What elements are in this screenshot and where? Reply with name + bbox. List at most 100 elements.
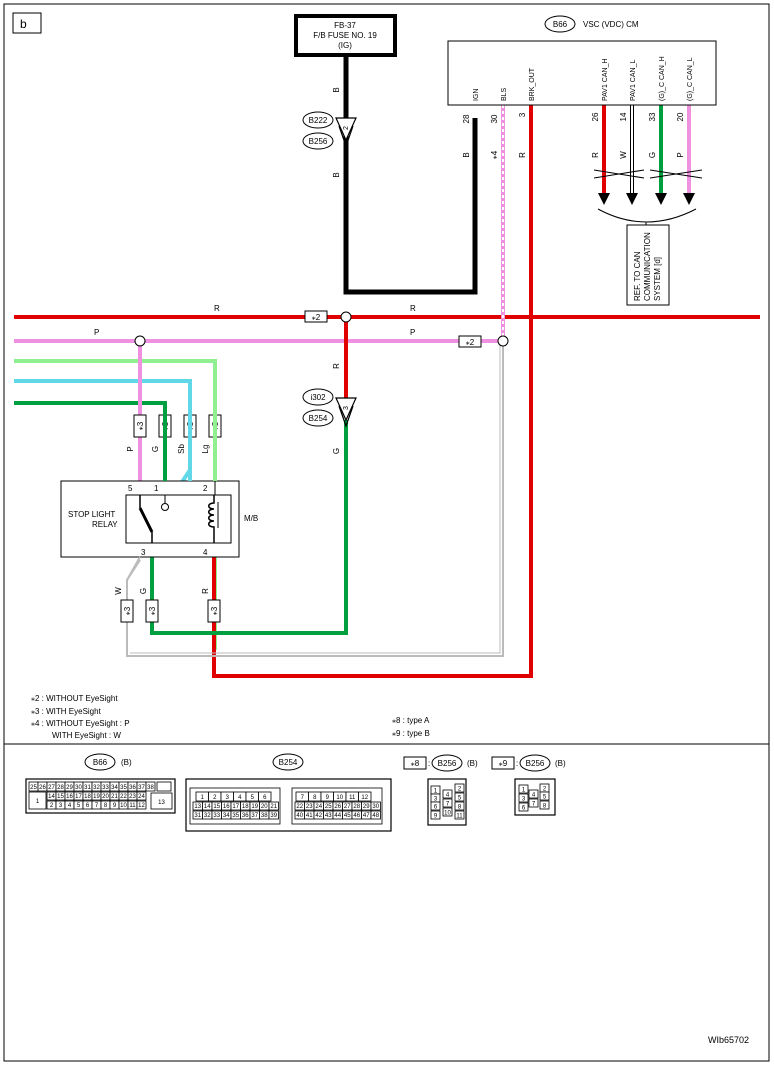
- b254-pin-label: 13: [194, 804, 201, 810]
- b66-pin-label: 1: [36, 799, 40, 805]
- relay-wire-g: G: [151, 446, 160, 452]
- bus-r-left-label: R: [214, 304, 220, 313]
- lower-wire-w: W: [114, 587, 123, 595]
- relay-wire-sb: Sb: [177, 444, 186, 454]
- relay-lower-w: [126, 556, 141, 600]
- wire-gray-w-inner: [130, 341, 501, 654]
- b256a-pin-label: 2: [458, 787, 462, 793]
- b254-pin-label: 44: [334, 813, 341, 819]
- b256a-pin-label: 5: [458, 796, 462, 802]
- ecu-box: [447, 40, 717, 106]
- star2-label-red: ⁎2: [312, 313, 321, 322]
- conn-i302-label: i302: [310, 393, 326, 402]
- b256a-pin-cell: [442, 798, 453, 808]
- b66-pin-label: 2: [50, 803, 54, 809]
- b66-pin-label: 30: [75, 785, 82, 791]
- b256b-pin-cell: [518, 784, 529, 794]
- star3-box-r: [207, 599, 221, 623]
- relay-pin-1: 1: [154, 484, 159, 493]
- view-b66-label: B66: [93, 758, 108, 767]
- relay-name-line-2: RELAY: [92, 520, 118, 529]
- conn-b222-label: B222: [309, 116, 328, 125]
- b66-pin-label: 10: [120, 803, 127, 809]
- type-b-note: ⁎9 : type B: [392, 729, 430, 738]
- twist-mark-2: [593, 169, 645, 179]
- b254-pin-label: 23: [306, 804, 313, 810]
- b66-pin-label: 26: [39, 785, 46, 791]
- ecu-pin-ign-wire: B: [462, 152, 471, 157]
- view-b256a-prefix: ⁎8: [411, 759, 420, 768]
- note-star3: ⁎3 : WITH EyeSight: [31, 707, 102, 716]
- b66-pin-label: 14: [48, 794, 55, 800]
- b66-pin-label: 16: [66, 794, 73, 800]
- ecu-pin-bls-num: 30: [490, 114, 499, 123]
- b256a-pin-cell: [454, 792, 465, 802]
- view-b256a-suffix: (B): [467, 759, 478, 768]
- b256b-pin-label: 1: [522, 788, 526, 794]
- b66-pin-label: 25: [30, 785, 37, 791]
- b254-pin-label: 45: [344, 813, 351, 819]
- b254-pin-label: 31: [194, 813, 201, 819]
- note-star4-b: WITH EyeSight : W: [52, 731, 121, 740]
- b254-pin-label: 8: [313, 795, 317, 801]
- ecu-pin-ign-name: IGN: [473, 89, 480, 101]
- b254-pin-label: 6: [263, 795, 267, 801]
- b254-pin-label: 18: [242, 804, 249, 810]
- b256b-pin-cell: [539, 800, 550, 810]
- b66-pin-label: 38: [147, 785, 154, 791]
- star3-label-p: ⁎3: [136, 421, 145, 430]
- b66-pin-label: 33: [102, 785, 109, 791]
- b254-pin-label: 5: [251, 795, 255, 801]
- relay-pin-5: 5: [128, 484, 133, 493]
- b66-pin-label: 12: [138, 803, 145, 809]
- wire-green-return: [150, 420, 348, 635]
- b254-pin-label: 2: [213, 795, 217, 801]
- b66-pin-cell: [136, 800, 147, 810]
- view-b66-oval: [84, 753, 116, 771]
- b66-pin-label: 6: [86, 803, 90, 809]
- b254-pin-label: 40: [296, 813, 303, 819]
- b254-pin-label: 15: [213, 804, 220, 810]
- junction-bls: [497, 335, 509, 347]
- b256a-pin-label: 7: [446, 802, 450, 808]
- note-star4-a: ⁎4 : WITHOUT EyeSight : P: [31, 719, 130, 728]
- b254-pin-label: 43: [325, 813, 332, 819]
- b66-pin-label: 15: [57, 794, 64, 800]
- can-ref-line-3: SYSTEM [d]: [653, 257, 662, 301]
- b256b-pin-cell: [539, 791, 550, 801]
- b254-pin-label: 36: [242, 813, 249, 819]
- ecu-pin-canh2-wire: G: [648, 152, 657, 158]
- b66-pin-label: 23: [129, 794, 136, 800]
- b256a-pin-label: 9: [434, 814, 438, 820]
- b254-pin-cell: [358, 791, 372, 802]
- conn-b222-pin: 2: [343, 126, 350, 130]
- ecu-pin-canh1-name: PAV1 CAN_H: [602, 58, 609, 101]
- ecu-pin-brkout-name: BRK_OUT: [529, 67, 536, 101]
- b256b-pin-label: 4: [532, 793, 536, 799]
- b66-pin-label: 17: [75, 794, 82, 800]
- view-b66-suffix: (B): [121, 758, 132, 767]
- star2-box-red: [304, 310, 328, 323]
- b256a-pin-label: 1: [434, 789, 438, 795]
- lower-wire-r: R: [201, 588, 210, 594]
- b254-pin-label: 30: [372, 804, 379, 810]
- relay-name-line-1: STOP LIGHT: [68, 510, 115, 519]
- relay-location: M/B: [244, 514, 258, 523]
- b256a-pin-label: 11: [456, 814, 463, 820]
- conn-i302-chevron-inner: [338, 405, 354, 428]
- b256b-pin-cell: [518, 802, 529, 812]
- ecu-pin-canh1-num: 26: [591, 112, 600, 121]
- b66-pin-label: 8: [104, 803, 108, 809]
- note-star2: ⁎2 : WITHOUT EyeSight: [31, 694, 118, 703]
- drop-g-label: G: [332, 448, 341, 454]
- b66-pin-label: 3: [59, 803, 63, 809]
- arrow-can-p: [683, 193, 695, 205]
- b256a-pin-label: 10: [444, 811, 451, 817]
- b254-pin-label: 10: [336, 795, 343, 801]
- conn-i302-pin: 3: [343, 406, 350, 410]
- ecu-pin-canl1-name: PAV1 CAN_L: [630, 60, 637, 101]
- b254-pin-label: 35: [232, 813, 239, 819]
- b66-pin-cell: [145, 781, 156, 792]
- b66-pin-label: 32: [93, 785, 100, 791]
- b254-pin-label: 1: [201, 795, 205, 801]
